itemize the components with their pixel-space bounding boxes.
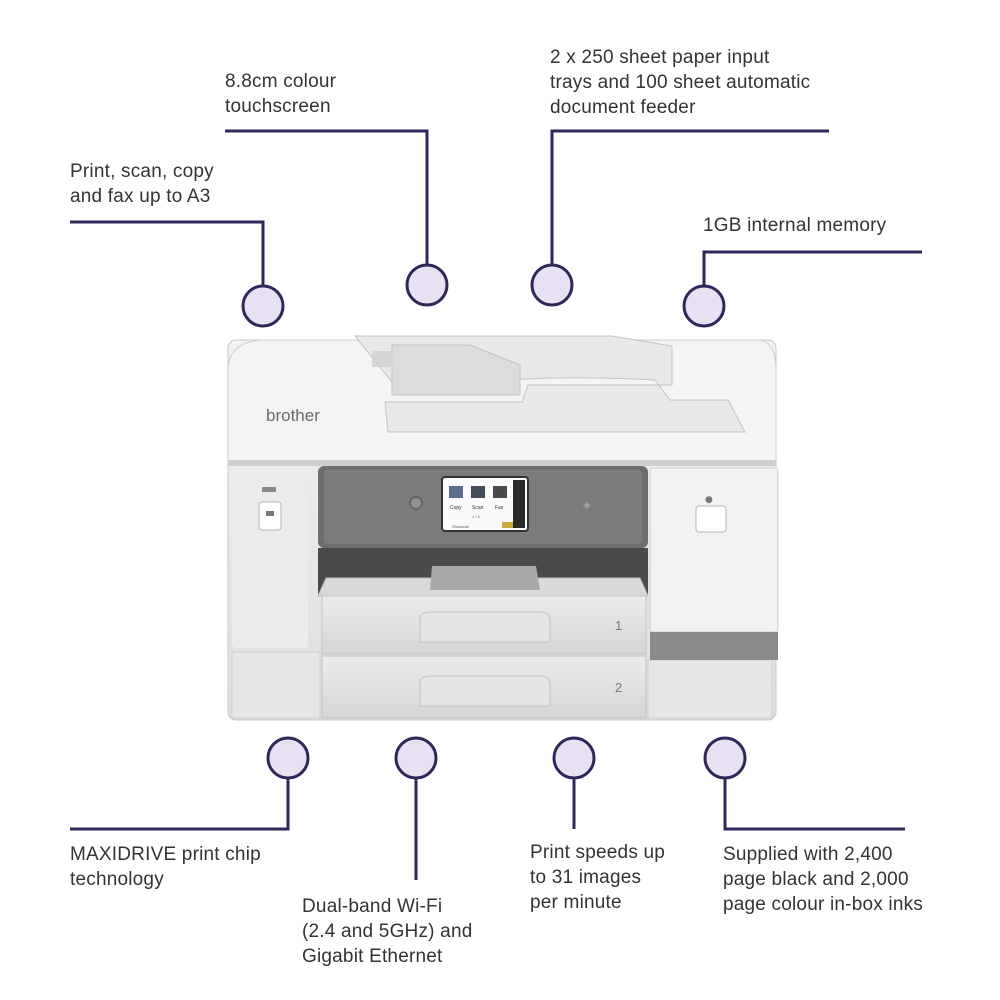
marker-dot-speed — [552, 736, 596, 780]
leader-line-inks — [723, 778, 905, 831]
paper-tray-1-handle — [419, 611, 551, 643]
callout-memory-text: 1GB internal memory — [703, 215, 887, 236]
callout-speed-text: Print speeds up to 31 images per minute — [530, 842, 666, 913]
ink-cover-base — [650, 632, 778, 660]
screen-page-indicator: 1 / 4 — [472, 514, 481, 519]
screen-app-fax-icon — [493, 486, 507, 498]
usb-slot — [266, 511, 274, 516]
left-panel — [232, 468, 308, 648]
screen-app-scan: Scan — [472, 505, 484, 511]
callout-trays-text: 2 x 250 sheet paper input trays and 100 … — [550, 47, 811, 118]
nfc-icon: ◈ — [583, 500, 591, 511]
callout-maxidrive-text: MAXIDRIVE print chip technology — [70, 844, 261, 890]
screen-app-copy: Copy — [450, 505, 462, 511]
ink-cover-latch — [695, 505, 727, 533]
output-tray-stopper — [430, 566, 540, 590]
marker-dot-touchscreen — [405, 263, 449, 307]
marker-dot-wifi — [394, 736, 438, 780]
ink-cover — [649, 467, 779, 633]
marker-dot-memory — [682, 284, 726, 328]
callout-wifi-text: Dual-band Wi-Fi (2.4 and 5GHz) and Gigab… — [302, 896, 473, 967]
screen-shortcuts: Shortcuts — [452, 524, 469, 529]
ink-drop-icon: ● — [705, 495, 713, 505]
leader-line-touchscreen — [225, 129, 429, 265]
screen-side-buttons — [513, 480, 525, 528]
screen-app-scan-icon — [471, 486, 485, 498]
leader-line-maxidrive — [70, 778, 290, 831]
marker-dot-a3 — [241, 284, 285, 328]
paper-tray-1-label: 1 — [615, 618, 622, 633]
leader-line-trays — [550, 129, 829, 265]
paper-tray-2-handle — [419, 675, 551, 707]
marker-dot-maxidrive — [266, 736, 310, 780]
usb-indicator — [262, 487, 276, 492]
feeder-guide — [372, 351, 394, 367]
base-right — [647, 659, 773, 719]
feeder-tray — [391, 344, 521, 396]
base-left — [231, 651, 321, 719]
screen-app-copy-icon — [449, 486, 463, 498]
screen-ink-levels — [502, 522, 522, 528]
paper-tray-2-label: 2 — [615, 680, 622, 695]
marker-dot-trays — [530, 263, 574, 307]
leader-line-memory — [702, 250, 922, 287]
callout-inks-text: Supplied with 2,400 page black and 2,000… — [723, 844, 923, 915]
screen-app-fax: Fax — [495, 505, 504, 511]
leader-line-a3 — [70, 220, 265, 287]
callout-a3-text: Print, scan, copy and fax up to A3 — [70, 161, 214, 207]
power-button — [409, 496, 423, 510]
marker-dot-inks — [703, 736, 747, 780]
brand-logo: brother — [266, 406, 320, 425]
callout-touchscreen-text: 8.8cm colour touchscreen — [225, 71, 337, 117]
lid-seam — [228, 460, 776, 466]
